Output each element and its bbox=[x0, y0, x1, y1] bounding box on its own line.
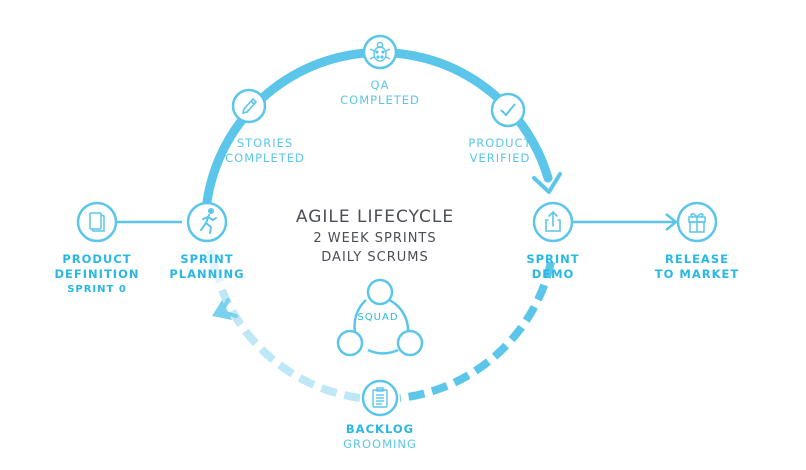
center-title-block: AGILE LIFECYCLE 2 WEEK SPRINTS DAILY SCR… bbox=[260, 205, 490, 267]
label-product-verified: PRODUCT VERIFIED bbox=[468, 136, 532, 165]
gift-icon bbox=[688, 213, 706, 233]
squad-member-top bbox=[366, 278, 394, 306]
runner-icon bbox=[200, 208, 217, 234]
connector-arrowhead bbox=[665, 213, 678, 231]
center-line-1: 2 WEEK SPRINTS bbox=[313, 231, 437, 246]
label-sprint-planning: SPRINT PLANNING bbox=[169, 252, 245, 281]
label-release-to-market: RELEASE TO MARKET bbox=[654, 252, 740, 281]
squad-member-left bbox=[336, 329, 364, 357]
clipboard-icon bbox=[372, 387, 388, 408]
center-line-2: DAILY SCRUMS bbox=[321, 250, 429, 265]
node-product-definition bbox=[76, 201, 118, 243]
node-sprint-planning bbox=[186, 201, 228, 243]
checkmark-icon bbox=[500, 103, 516, 117]
pencil-icon bbox=[241, 97, 258, 115]
node-backlog bbox=[361, 379, 399, 417]
label-product-definition: PRODUCT DEFINITION SPRINT 0 bbox=[54, 252, 140, 295]
node-qa bbox=[362, 34, 398, 70]
node-sprint-demo bbox=[532, 201, 574, 243]
share-icon bbox=[545, 210, 561, 232]
node-release bbox=[676, 201, 718, 243]
document-icon bbox=[89, 212, 105, 232]
node-stories bbox=[231, 88, 267, 124]
squad-member-right bbox=[396, 329, 424, 357]
bug-icon bbox=[369, 41, 391, 62]
cycle-arc-faded bbox=[206, 249, 224, 284]
label-qa-completed: QA COMPLETED bbox=[340, 78, 420, 107]
squad-label: SQUAD bbox=[357, 312, 399, 323]
cycle-arrowhead-left-fill bbox=[212, 300, 232, 320]
cycle-arc-solid bbox=[202, 47, 553, 207]
node-product-verified bbox=[490, 92, 526, 128]
cycle-arc-dashed-right bbox=[399, 261, 555, 402]
label-stories-completed: STORIES COMPLETED bbox=[225, 136, 305, 165]
squad-diagram bbox=[336, 278, 424, 357]
label-backlog-grooming: BACKLOG GROOMING bbox=[343, 422, 417, 451]
label-sprint-demo: SPRINT DEMO bbox=[526, 252, 580, 281]
center-title: AGILE LIFECYCLE bbox=[295, 207, 455, 227]
cycle-arrowhead-right bbox=[532, 172, 562, 194]
